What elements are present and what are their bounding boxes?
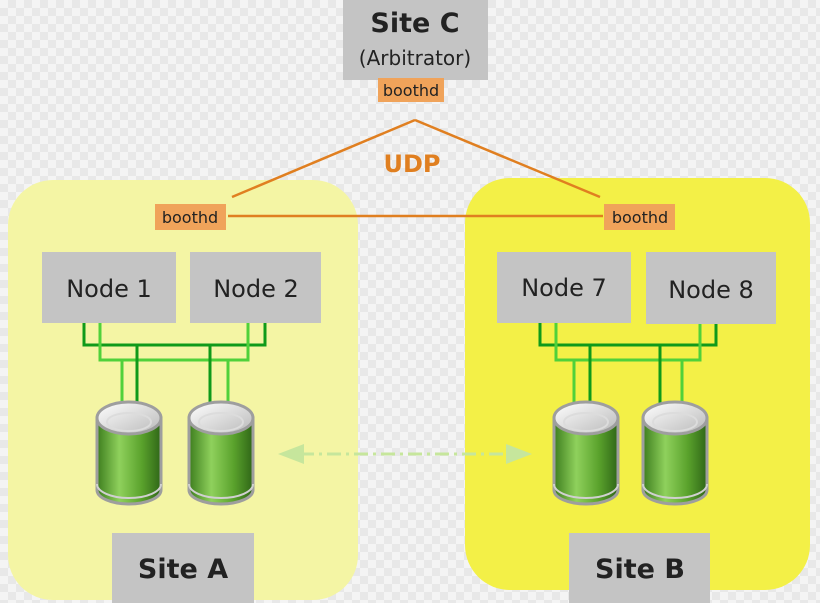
udp-link-c-to-b <box>414 118 601 199</box>
site-a-label-box <box>112 533 254 603</box>
site-a-label: Site A <box>138 554 228 585</box>
site-b-boothd-label: boothd <box>612 208 668 227</box>
site-a-boothd-label: boothd <box>162 208 218 227</box>
node-label: Node 7 <box>521 274 607 302</box>
site-a-boothd-badge <box>155 204 226 230</box>
node-box-node-7 <box>497 252 631 323</box>
node-box-node-1 <box>42 252 176 323</box>
storage-disk-icon <box>641 400 709 506</box>
site-c-boothd-label: boothd <box>383 81 439 100</box>
site-b-label-box <box>569 533 710 603</box>
site-c-boothd-badge <box>378 78 444 102</box>
replication-arrow <box>278 444 532 464</box>
site-c-title: Site C <box>370 8 459 39</box>
node-label: Node 8 <box>668 276 754 304</box>
site-a-storage-wiring <box>82 322 267 405</box>
site-b-area <box>465 178 810 590</box>
storage-disk-icon <box>95 400 163 506</box>
site-c-subtitle: (Arbitrator) <box>359 46 471 70</box>
site-b-boothd-badge <box>604 204 675 230</box>
site-c-box <box>343 0 488 80</box>
storage-disk-icon <box>552 400 620 506</box>
udp-link-c-to-a <box>231 118 416 199</box>
storage-disk-icon <box>187 400 255 506</box>
node-box-node-8 <box>646 252 776 324</box>
node-label: Node 2 <box>213 275 299 303</box>
node-box-node-2 <box>190 252 321 323</box>
udp-label: UDP <box>384 150 441 178</box>
site-b-label: Site B <box>595 554 685 585</box>
site-b-storage-wiring <box>538 322 718 405</box>
node-label: Node 1 <box>66 275 152 303</box>
